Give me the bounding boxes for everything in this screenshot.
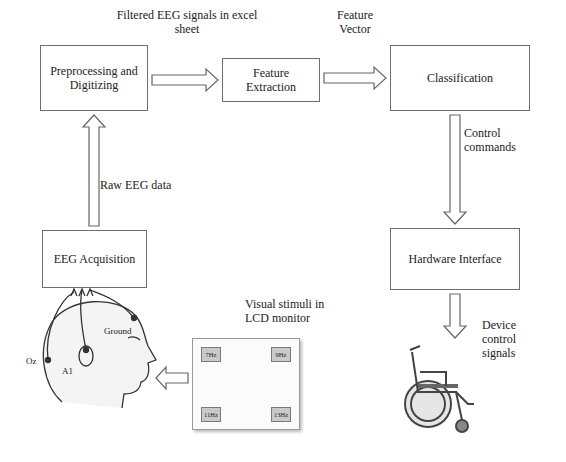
output-arrow [444, 294, 466, 338]
node-text: Hardware Interface [405, 250, 506, 268]
process-box: Preprocessing and Digitizing [40, 45, 148, 111]
wire-arrowhead [87, 289, 93, 296]
footrest [456, 392, 474, 404]
handle [410, 346, 420, 350]
node-text: Classification [423, 69, 497, 87]
node-text: Feature Extraction [223, 64, 319, 96]
node-text: 7Hz [206, 351, 217, 359]
block-arrow [83, 115, 105, 226]
electrode [132, 316, 137, 321]
frame [412, 352, 462, 420]
stimulus-box: 9Hz [271, 347, 291, 362]
process-box: Classification [390, 45, 530, 111]
block-arrow [324, 67, 386, 89]
electrode-wire [90, 290, 134, 318]
wheelchair-illustration [405, 346, 474, 432]
electrode-wire [47, 292, 74, 360]
annotation-label: Device control signals [482, 318, 544, 360]
process-box: Feature Extraction [222, 58, 320, 102]
armrest [420, 372, 446, 386]
process-box: EEG Acquisition [42, 230, 147, 288]
node-text: 9Hz [276, 351, 287, 359]
node-text: 13Hz [274, 411, 288, 419]
wire-arrowhead [79, 289, 85, 296]
head-outline [43, 302, 156, 408]
block-arrow [444, 115, 466, 224]
stimulus-box: 7Hz [201, 347, 221, 362]
process-box: Hardware Interface [390, 228, 520, 290]
electrode [46, 358, 51, 363]
annotation-label: Ground [104, 326, 154, 336]
eye [128, 337, 140, 340]
stimulus-arrow [156, 367, 188, 389]
node-text: EEG Acquisition [50, 250, 140, 268]
seat [418, 384, 458, 388]
edge-label: Raw EEG data [100, 178, 190, 192]
edge-label: Filtered EEG signals in excel sheet [112, 8, 262, 36]
block-arrow [152, 69, 218, 91]
stimulus-box: 13Hz [271, 407, 291, 422]
edge-label: Feature Vector [326, 8, 384, 36]
wire-arrowhead [71, 289, 77, 296]
node-text: 11Hz [204, 411, 218, 419]
lcd-monitor: Visual stimuli in LCD monitor7Hz9Hz11Hz1… [192, 338, 300, 430]
head-illustration [43, 289, 156, 408]
stimulus-box: 11Hz [201, 407, 221, 422]
caster [456, 420, 468, 432]
annotation-label: A1 [62, 366, 86, 376]
edge-label: Control commands [464, 126, 530, 154]
monitor-caption: Visual stimuli in LCD monitor [245, 297, 329, 325]
node-text: Preprocessing and Digitizing [41, 62, 147, 94]
electrode [84, 348, 89, 353]
electrode-wire [81, 290, 86, 350]
annotation-label: Oz [26, 356, 50, 366]
ear [79, 346, 93, 366]
